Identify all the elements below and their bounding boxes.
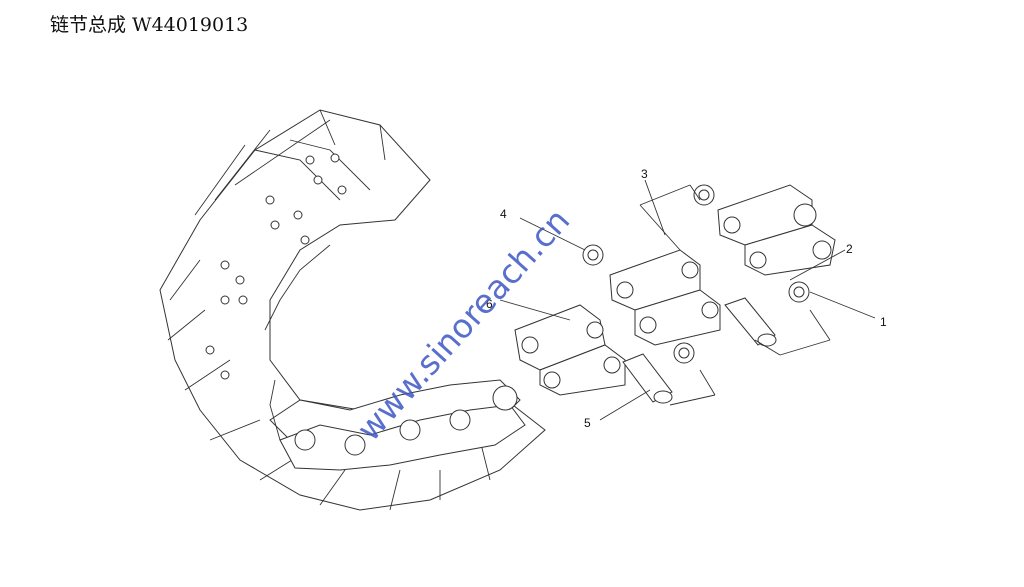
callout-5: 5: [584, 416, 591, 430]
seal-rings: [582, 184, 810, 364]
callout-6: 6: [486, 297, 493, 311]
pin-part-2: [724, 297, 777, 347]
track-chain-assembly: [159, 109, 546, 511]
callout-3: 3: [641, 167, 648, 181]
pin-part-5: [622, 353, 673, 404]
link-part-3: [609, 249, 721, 346]
callout-4: 4: [500, 207, 507, 221]
shoe-bolts: [205, 153, 347, 380]
link-part-right: [717, 184, 836, 276]
callout-labels: 1 2 3 4 5 6: [486, 167, 887, 430]
callout-1: 1: [880, 315, 887, 329]
page-title: 链节总成 W44019013: [50, 14, 249, 36]
leader-lines: [499, 179, 876, 421]
link-part-6: [514, 304, 626, 396]
chain-links: [264, 244, 526, 471]
callout-2: 2: [846, 242, 853, 256]
